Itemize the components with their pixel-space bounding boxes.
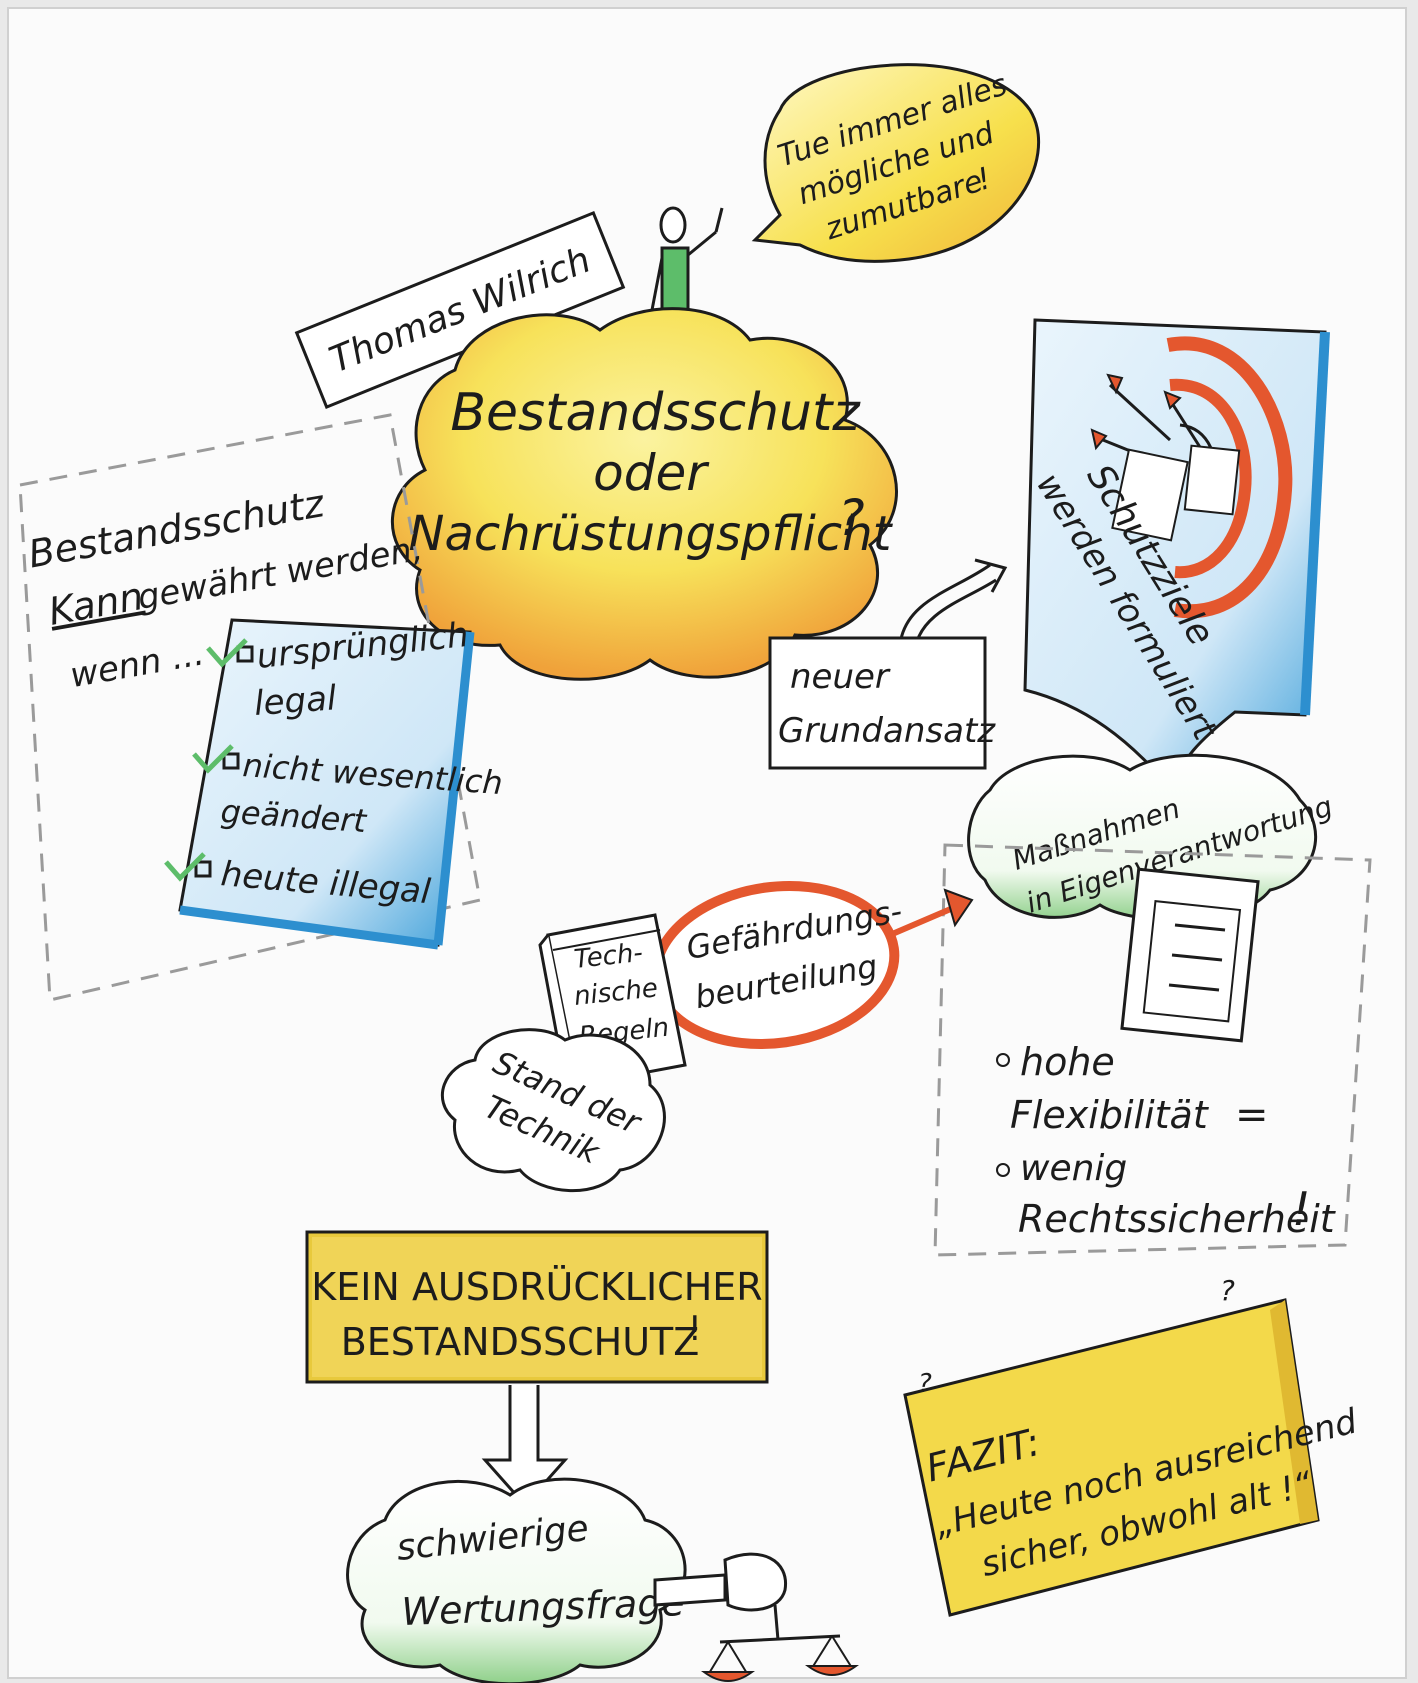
checkmark-icon: [164, 852, 206, 882]
tradeoff-equals: =: [1235, 1092, 1269, 1138]
tradeoffs-panel: hohe Flexibilität = wenig Rechtssicherhe…: [933, 843, 1372, 1257]
no-protection-line-1: KEIN AUSDRÜCKLICHER: [311, 1265, 762, 1309]
bullet-icon: [996, 1163, 1010, 1177]
criteria-1-line-2: legal: [253, 678, 338, 724]
hand-icon: [653, 1552, 788, 1612]
arrow-risk-to-measures: [888, 902, 962, 938]
no-protection-line-2: BESTANDSSCHUTZ: [341, 1320, 700, 1364]
difficult-cloud: schwierige Wertungsfrage: [346, 1477, 687, 1683]
title-question-mark: ?: [838, 489, 865, 547]
checkbox-icon: [222, 752, 240, 770]
checkmark-icon: [206, 638, 248, 668]
title-line-3: Nachrüstungspflicht: [409, 506, 894, 562]
checkbox-icon: [194, 860, 212, 878]
tradeoff-2-line-2: Rechtssicherheit: [1018, 1197, 1337, 1241]
difficult-line-2: Wertungsfrage: [401, 1580, 686, 1634]
checklist-icon: [1120, 867, 1260, 1043]
state-of-art-cloud: Stand der Technik: [440, 1028, 666, 1193]
criteria-card: ursprünglich legal nicht wesentlich geän…: [164, 615, 504, 950]
goals-card: Schutzziele werden formuliert: [1023, 318, 1330, 794]
title-line-2: oder: [593, 444, 710, 502]
principle-box: neuer Grundansatz: [768, 636, 996, 770]
tradeoff-2-line-1: wenig: [1020, 1148, 1127, 1189]
note-question-mark-2: ?: [918, 1369, 932, 1399]
tradeoff-1-line-1: hohe: [1020, 1040, 1115, 1084]
title-line-1: Bestandsschutz: [450, 383, 861, 443]
checkmark-icon: [192, 744, 234, 774]
no-protection-box: KEIN AUSDRÜCKLICHER BESTANDSSCHUTZ !: [305, 1230, 769, 1384]
conclusion-note: ? ? FAZIT: „Heute noch ausreichend siche…: [903, 1274, 1361, 1617]
tradeoff-exclamation: !: [1292, 1182, 1310, 1236]
arrows-icon: [1090, 373, 1241, 542]
book-line-1: Tech-: [573, 938, 645, 975]
bullet-icon: [996, 1053, 1010, 1067]
no-protection-exclamation: !: [688, 1309, 702, 1349]
speech-bubble: Tue immer alles mögliche und zumutbare !: [751, 63, 1041, 263]
title-cloud: Bestandsschutz oder Nachrüstungspflicht …: [390, 307, 898, 681]
checkbox-icon: [236, 645, 254, 663]
risk-assessment: Gefährdungs- beurteilung: [650, 880, 974, 1050]
principle-line-1: neuer: [790, 657, 891, 697]
tradeoff-1-line-2: Flexibilität: [1010, 1093, 1210, 1137]
scale-icon: [700, 1604, 860, 1682]
note-question-mark-1: ?: [1220, 1274, 1235, 1307]
principle-line-2: Grundansatz: [778, 711, 996, 751]
arrow-principle-to-goals: [898, 563, 991, 646]
